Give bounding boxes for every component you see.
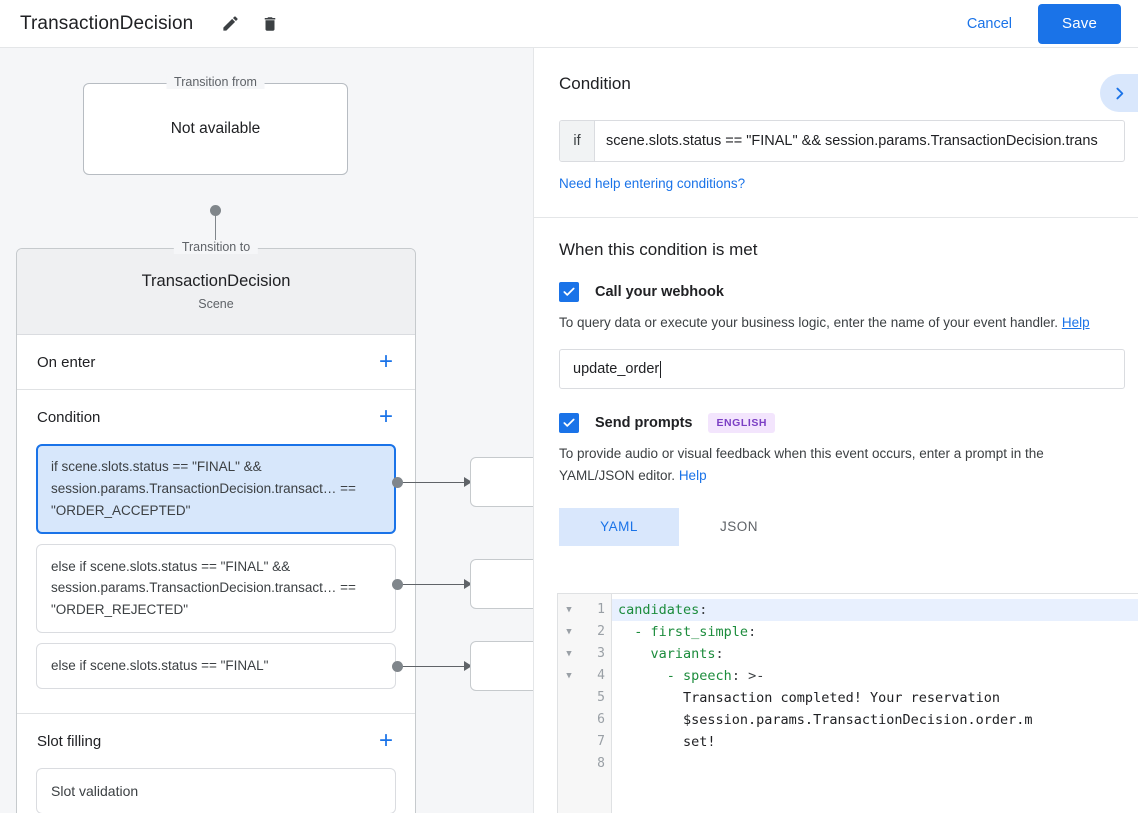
language-badge: ENGLISH bbox=[708, 413, 776, 434]
add-condition-icon[interactable]: + bbox=[378, 403, 393, 430]
webhook-handler-value: update_order bbox=[573, 361, 660, 378]
edge-line-2 bbox=[403, 584, 466, 585]
transition-from-box: Transition from Not available bbox=[83, 75, 348, 175]
code-line: candidates: bbox=[612, 599, 1138, 621]
page-title: TransactionDecision bbox=[20, 12, 194, 34]
line-number: 7 bbox=[597, 734, 605, 749]
condition-heading: Condition bbox=[559, 74, 631, 93]
code-line: $session.params.TransactionDecision.orde… bbox=[618, 712, 1033, 728]
scene-header[interactable]: TransactionDecision Scene bbox=[17, 249, 415, 335]
section-slot-filling: Slot filling + Slot validation bbox=[17, 714, 415, 813]
edge-line-3 bbox=[403, 666, 466, 667]
send-prompts-row: Send prompts ENGLISH bbox=[559, 413, 1113, 434]
send-prompts-checkbox[interactable] bbox=[559, 413, 579, 434]
edge-target-box-1[interactable] bbox=[470, 457, 533, 507]
call-webhook-helper-text: To query data or execute your business l… bbox=[559, 315, 1059, 330]
condition-if-label: if bbox=[560, 121, 595, 161]
when-condition-met-section: When this condition is met Call your web… bbox=[534, 218, 1138, 546]
call-webhook-helper: To query data or execute your business l… bbox=[559, 312, 1111, 333]
top-app-bar: TransactionDecision Cancel Save bbox=[0, 0, 1138, 48]
section-title-on-enter: On enter bbox=[37, 353, 96, 371]
tab-yaml[interactable]: YAML bbox=[559, 507, 679, 546]
condition-card-3[interactable]: else if scene.slots.status == "FINAL" bbox=[36, 643, 396, 690]
code-line: - first_simple: bbox=[634, 624, 757, 640]
save-button[interactable]: Save bbox=[1038, 3, 1121, 44]
scene-name: TransactionDecision bbox=[141, 272, 291, 290]
edge-dot-2 bbox=[392, 579, 403, 590]
code-line: variants: bbox=[650, 646, 724, 662]
edge-arrow-3 bbox=[464, 661, 472, 671]
edge-dot-3 bbox=[392, 661, 403, 672]
transition-from-value: Not available bbox=[170, 120, 261, 137]
edge-dot-1 bbox=[392, 477, 403, 488]
condition-card-1[interactable]: if scene.slots.status == "FINAL" && sess… bbox=[36, 444, 396, 534]
scene-type: Scene bbox=[198, 297, 234, 311]
editor-format-tabs: YAML JSON bbox=[559, 507, 1113, 546]
details-panel: Condition if scene.slots.status == "FINA… bbox=[533, 48, 1138, 813]
send-prompts-help-link[interactable]: Help bbox=[678, 467, 707, 483]
condition-help-link[interactable]: Need help entering conditions? bbox=[559, 176, 746, 191]
fold-arrow-1[interactable]: ▼ bbox=[566, 605, 572, 615]
edge-line-1 bbox=[403, 482, 466, 483]
section-condition: Condition + if scene.slots.status == "FI… bbox=[17, 390, 415, 715]
code-line: - speech: >- bbox=[666, 668, 765, 684]
line-number: 2 bbox=[597, 624, 605, 639]
condition-card-2[interactable]: else if scene.slots.status == "FINAL" &&… bbox=[36, 543, 396, 634]
when-condition-met-heading: When this condition is met bbox=[559, 240, 758, 259]
tab-json[interactable]: JSON bbox=[719, 519, 758, 535]
webhook-handler-input[interactable]: update_order bbox=[559, 349, 1125, 390]
send-prompts-helper: To provide audio or visual feedback when… bbox=[559, 443, 1111, 486]
transition-from-legend: Transition from bbox=[166, 75, 265, 89]
line-number: 4 bbox=[597, 668, 605, 683]
send-prompts-helper-text: To provide audio or visual feedback when… bbox=[559, 446, 1044, 483]
line-number: 8 bbox=[597, 756, 605, 771]
edge-target-box-2[interactable] bbox=[470, 559, 533, 609]
yaml-editor[interactable]: ▼ ▼ ▼ ▼ 1 2 3 4 5 6 7 8 candidates: - fi… bbox=[557, 593, 1138, 813]
condition-input[interactable]: scene.slots.status == "FINAL" && session… bbox=[606, 133, 1098, 149]
fold-arrow-3[interactable]: ▼ bbox=[566, 649, 572, 659]
fold-arrow-4[interactable]: ▼ bbox=[566, 671, 572, 681]
slot-validation-card[interactable]: Slot validation bbox=[36, 768, 396, 813]
connector-line bbox=[215, 210, 216, 258]
line-number: 3 bbox=[597, 646, 605, 661]
topbar-actions: Cancel Save bbox=[955, 3, 1121, 44]
line-number: 1 bbox=[597, 602, 605, 617]
editor-fold-column: ▼ ▼ ▼ ▼ bbox=[558, 594, 580, 813]
call-webhook-help-link[interactable]: Help bbox=[1061, 315, 1090, 330]
fold-arrow-2[interactable]: ▼ bbox=[566, 627, 572, 637]
code-line: Transaction completed! Your reservation bbox=[618, 690, 1001, 706]
pencil-icon[interactable] bbox=[219, 13, 241, 35]
flow-canvas: Transition from Not available Transition… bbox=[0, 48, 533, 813]
edge-target-box-3[interactable] bbox=[470, 641, 533, 691]
call-webhook-checkbox[interactable] bbox=[559, 282, 579, 302]
add-on-enter-icon[interactable]: + bbox=[378, 348, 393, 375]
code-line bbox=[612, 753, 1138, 775]
line-number: 6 bbox=[597, 712, 605, 727]
condition-section: Condition if scene.slots.status == "FINA… bbox=[534, 48, 1138, 218]
send-prompts-label: Send prompts bbox=[595, 415, 693, 432]
trash-icon[interactable] bbox=[259, 13, 281, 35]
panel-divider bbox=[534, 217, 1138, 218]
code-line: set! bbox=[618, 734, 716, 750]
condition-input-row[interactable]: if scene.slots.status == "FINAL" && sess… bbox=[559, 120, 1125, 162]
chevron-right-icon[interactable] bbox=[1100, 74, 1138, 112]
line-number: 5 bbox=[597, 690, 605, 705]
edge-arrow-1 bbox=[464, 477, 472, 487]
cancel-button[interactable]: Cancel bbox=[955, 7, 1024, 41]
text-caret bbox=[660, 360, 662, 378]
editor-code-area[interactable]: candidates: - first_simple: variants: - … bbox=[612, 594, 1138, 813]
add-slot-filling-icon[interactable]: + bbox=[378, 727, 393, 755]
call-webhook-row: Call your webhook bbox=[559, 282, 1113, 302]
section-title-slot-filling: Slot filling bbox=[37, 732, 102, 750]
scene-card: Transition to TransactionDecision Scene … bbox=[16, 240, 416, 813]
section-on-enter: On enter + bbox=[17, 335, 415, 390]
transition-to-legend: Transition to bbox=[173, 240, 259, 254]
edge-arrow-2 bbox=[464, 579, 472, 589]
section-title-condition: Condition bbox=[37, 408, 101, 426]
call-webhook-label: Call your webhook bbox=[595, 284, 724, 300]
editor-gutter: 1 2 3 4 5 6 7 8 bbox=[580, 594, 612, 813]
